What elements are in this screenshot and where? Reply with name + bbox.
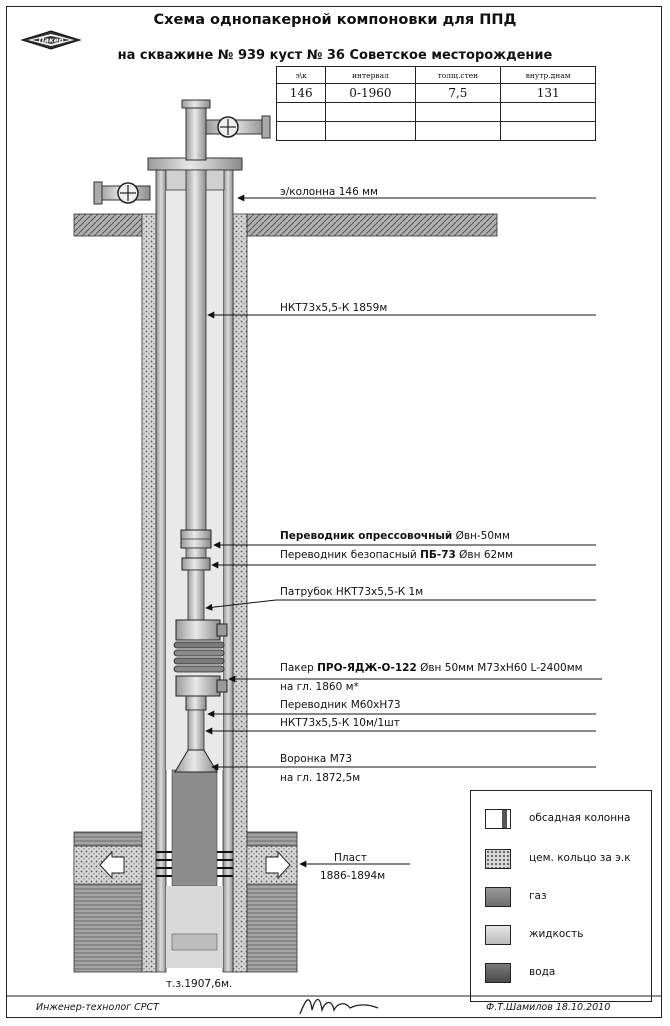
label-packer-pre: Пакер [280, 662, 318, 674]
footer-signer: Ф.Т.Шамилов 18.10.2010 [486, 1002, 611, 1013]
liquid-swatch-icon [485, 925, 511, 945]
page-frame [6, 6, 662, 1018]
legend-item-gas: газ [479, 887, 649, 909]
casing-swatch-icon [485, 809, 511, 829]
wellbore-gas [171, 769, 218, 887]
label-pup-joint: Патрубок НКТ73х5,5-К 1м [280, 586, 424, 598]
water-swatch-icon [485, 963, 511, 983]
cement-ring-right [232, 213, 248, 973]
company-logo: Пакер [20, 30, 82, 50]
table-cell [325, 121, 416, 141]
label-formation: Пласт [334, 852, 367, 864]
perforation-marks [156, 851, 233, 877]
legend-label: газ [529, 890, 547, 902]
annulus-side-flange [93, 181, 103, 205]
table-cell: 0-1960 [325, 83, 416, 103]
signature [299, 998, 379, 1015]
label-casing: э/колонна 146 мм [280, 186, 378, 198]
table-row [275, 121, 596, 141]
label-packer-depth: на гл. 1860 м* [280, 681, 359, 693]
tree-wing-flange [261, 115, 271, 139]
well-parameters-table: э\к интервал толщ.стен внутр.днам 146 0-… [275, 66, 596, 141]
tubing-string [185, 169, 207, 531]
packer-upper-body [175, 619, 221, 641]
packer-sealing-elements [173, 641, 225, 673]
label-formation-interval: 1886-1894м [320, 870, 386, 882]
label-bottom-hole: т.з.1907,6м. [166, 978, 233, 990]
label-crossover-safety-model: ПБ-73 [420, 549, 456, 561]
label-packer-spec: Øвн 50мм М73хН60 L-2400мм [416, 662, 583, 674]
label-crossover-m60: Переводник М60хН73 [280, 699, 401, 711]
label-funnel-depth: на гл. 1872,5м [280, 772, 361, 784]
table-cell [275, 121, 327, 141]
label-crossover-pressure-spec: Øвн-50мм [452, 530, 510, 542]
table-header-row: э\к интервал толщ.стен внутр.днам [275, 66, 596, 84]
page-subtitle: на скважине № 939 куст № 36 Советское ме… [117, 48, 553, 63]
label-packer-model: ПРО-ЯДЖ-О-122 [317, 662, 417, 674]
logo-text: Пакер [38, 37, 63, 45]
flow-arrow-right [265, 850, 291, 880]
legend-label: вода [529, 966, 556, 978]
label-funnel: Воронка М73 [280, 753, 353, 765]
label-crossover-pressure: Переводник опрессовочный Øвн-50мм [280, 530, 510, 542]
packer-lower-body [175, 675, 221, 697]
legend-label: жидкость [529, 928, 584, 940]
tubing-10m [187, 709, 205, 751]
safety-crossover [181, 557, 211, 571]
packer-lower-slip [216, 679, 228, 693]
legend-item-cement: цем. кольцо за э.к [479, 849, 649, 871]
pup-joint [187, 569, 205, 621]
table-cell: 146 [275, 83, 327, 103]
label-crossover-safety-spec: Øвн 62мм [455, 549, 514, 561]
table-row: 146 0-1960 7,5 131 [275, 83, 596, 103]
packer-upper-slip [216, 623, 228, 637]
legend-label: цем. кольцо за э.к [529, 852, 631, 864]
label-crossover-safety: Переводник безопасный ПБ-73 Øвн 62мм [280, 549, 513, 561]
label-tubing-10m: НКТ73х5,5-К 10м/1шт [280, 717, 400, 729]
wellbore-bottom-liquid [166, 886, 223, 968]
funnel-m73 [174, 749, 218, 773]
legend-item-water: вода [479, 963, 649, 985]
ground-surface-right [246, 213, 498, 237]
cement-ring-left [141, 213, 157, 973]
ground-surface-left [73, 213, 143, 237]
label-tubing: НКТ73х5,5-К 1859м [280, 302, 388, 314]
label-packer: Пакер ПРО-ЯДЖ-О-122 Øвн 50мм М73хН60 L-2… [280, 662, 583, 674]
bottom-plug [171, 933, 218, 951]
legend: обсадная колонна цем. кольцо за э.к газ … [470, 790, 652, 1002]
gas-swatch-icon [485, 887, 511, 907]
table-cell [414, 121, 502, 141]
tree-top-cap [181, 99, 211, 109]
legend-item-casing: обсадная колонна [479, 809, 649, 831]
page-title: Схема однопакерной компоновки для ППД [153, 12, 517, 28]
tree-vertical-pipe [185, 99, 207, 161]
footer-engineer: Инженер-технолог СРСТ [36, 1002, 159, 1013]
cement-swatch-icon [485, 849, 511, 869]
table-cell [500, 121, 596, 141]
legend-label: обсадная колонна [529, 812, 631, 824]
label-crossover-safety-pre: Переводник безопасный [280, 549, 421, 561]
legend-item-liquid: жидкость [479, 925, 649, 947]
flow-arrow-left [99, 850, 125, 880]
tubing-segment [185, 547, 207, 559]
crossover-m60 [185, 695, 207, 711]
label-crossover-pressure-name: Переводник опрессовочный [280, 530, 453, 542]
